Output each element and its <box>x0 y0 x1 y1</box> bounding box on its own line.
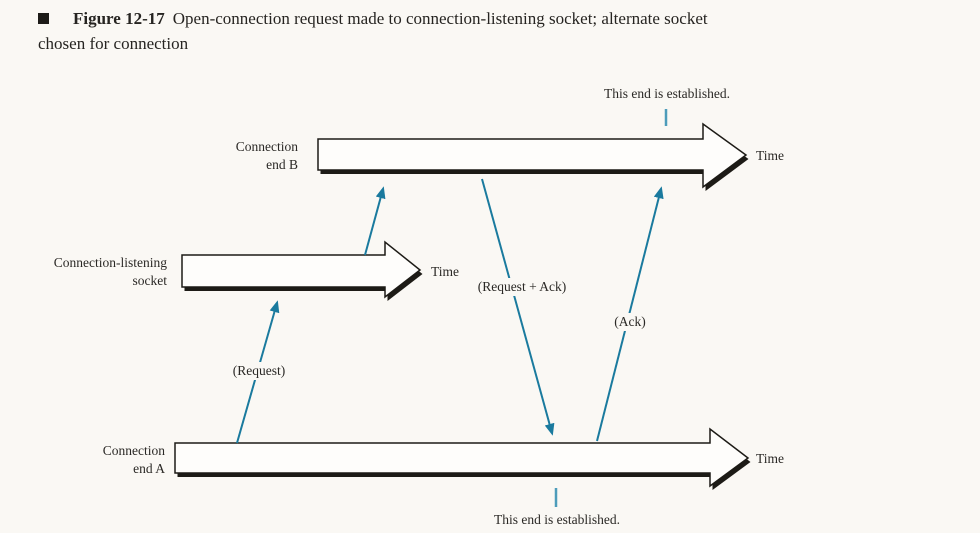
established-note-bottom: This end is established. <box>494 512 620 527</box>
timeline-arrow-listening-socket <box>181 240 423 301</box>
socket-handoff-arrow <box>364 186 386 256</box>
request-ack-message-label: (Request + Ack) <box>461 278 583 296</box>
request-ack-message-arrow <box>481 178 555 436</box>
timeline-label-end-b-line2: end B <box>266 156 298 172</box>
timeline-arrow-listening-socket-body <box>181 240 422 299</box>
timeline-label-end-b-line1: Connection <box>235 139 298 154</box>
caption-text: Open-connection request made to connecti… <box>172 9 708 28</box>
ack-message-label: (Ack) <box>598 313 662 331</box>
established-note-top: This end is established. <box>604 86 730 101</box>
timeline-label-end-a: Connection end A <box>65 442 165 477</box>
figure-caption: Figure 12-17 Open-connection request made… <box>38 6 908 56</box>
timeline-label-listening-line1: Connection-listening <box>53 255 167 270</box>
request-message-label: (Request) <box>224 362 294 380</box>
timeline-arrow-end-a <box>174 427 751 490</box>
square-bullet-icon <box>38 13 49 24</box>
time-axis-label-end-a: Time <box>756 451 785 466</box>
timeline-arrow-end-b <box>317 122 749 191</box>
timeline-label-end-a-line2: end A <box>133 460 165 476</box>
timeline-label-end-b: Connection end B <box>198 138 298 173</box>
timeline-label-listening-socket: Connection-listening socket <box>27 254 167 289</box>
timeline-arrow-end-b-body <box>317 122 748 189</box>
timeline-label-end-a-line1: Connection <box>102 443 165 458</box>
figure-number: Figure 12-17 <box>73 9 165 28</box>
timeline-label-listening-line2: socket <box>132 272 168 288</box>
caption-line-1: Figure 12-17 Open-connection request made… <box>38 6 908 31</box>
time-axis-label-listening-socket: Time <box>431 264 460 279</box>
timeline-arrow-end-a-body <box>174 427 750 488</box>
caption-line-2: chosen for connection <box>38 34 189 53</box>
time-axis-label-end-b: Time <box>756 148 785 163</box>
